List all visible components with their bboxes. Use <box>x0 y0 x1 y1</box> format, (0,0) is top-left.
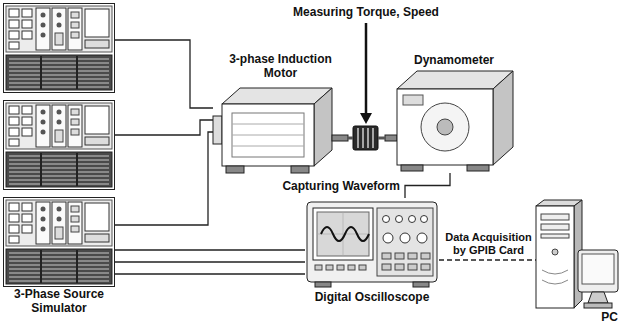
figure-part <box>421 216 428 223</box>
figure-part <box>467 165 489 171</box>
pc-node: PC <box>536 200 618 324</box>
callout-label: Measuring Torque, Speed <box>266 5 466 19</box>
figure-part <box>317 212 369 256</box>
figure-part <box>383 233 393 243</box>
dynamometer-node: Dynamometer <box>385 53 523 173</box>
figure-part <box>4 101 115 190</box>
figure-part <box>493 71 513 165</box>
equipment-label: 3-phase Induction Motor <box>213 52 348 80</box>
figure-part <box>315 282 331 287</box>
figure-part <box>317 212 369 256</box>
figure-part <box>536 206 574 308</box>
figure-part <box>541 214 569 220</box>
figure-part <box>395 264 404 270</box>
figure-part <box>360 113 372 124</box>
figure-part <box>337 265 344 270</box>
figure-part <box>582 254 614 284</box>
figure-slot <box>385 67 523 173</box>
figure-part <box>437 119 453 135</box>
figure-part <box>226 166 244 173</box>
dynamometer-figure <box>385 71 513 171</box>
figure-part <box>348 265 355 270</box>
figure-part <box>377 208 433 276</box>
figure-part <box>542 270 568 284</box>
figure-part <box>413 282 429 287</box>
figure-part <box>400 233 410 243</box>
figure-part <box>408 264 417 270</box>
connector-label: Data Acquisition by GPIB Card <box>442 231 535 257</box>
connector-group <box>115 40 536 274</box>
figure-part <box>395 253 404 259</box>
oscilloscope-node: Digital Oscilloscope <box>305 198 439 304</box>
figure-part <box>222 104 314 166</box>
shaft-link <box>348 137 385 140</box>
figure-part <box>541 234 569 238</box>
waveform-wire <box>405 173 450 198</box>
figure-part <box>232 113 304 157</box>
equipment-label: PC <box>536 310 618 324</box>
induction-motor-figure <box>213 88 378 173</box>
figure-part <box>313 208 373 260</box>
figure-part <box>552 249 558 255</box>
figure-part <box>421 103 469 151</box>
figure-part <box>396 216 403 223</box>
induction-motor-node: 3-phase Induction Motor <box>213 52 348 175</box>
figure-part <box>403 95 423 105</box>
connector-label: Capturing Waveform <box>281 179 401 193</box>
figure-part <box>353 126 378 150</box>
figure-part <box>4 4 115 93</box>
equipment-label: Dynamometer <box>385 53 523 67</box>
figure-part <box>359 265 366 270</box>
figure-slot <box>305 198 439 290</box>
measure-arrow <box>360 23 372 124</box>
figure-slot <box>536 200 618 310</box>
pc-figure <box>536 200 618 308</box>
figure-part <box>222 88 332 104</box>
figure-part <box>382 253 391 259</box>
figure-part <box>382 264 391 270</box>
power-wire <box>115 40 213 225</box>
figure-part <box>397 89 493 165</box>
figure-part <box>385 135 397 141</box>
figure-part <box>365 23 368 114</box>
gpib-link <box>439 259 536 260</box>
figure-part <box>321 227 369 241</box>
figure-part <box>315 265 322 270</box>
equipment-label: Digital Oscilloscope <box>305 290 439 304</box>
figure-part <box>326 265 333 270</box>
figure-slot <box>3 3 115 287</box>
figure-part <box>421 264 430 270</box>
probe-wire <box>115 250 305 274</box>
figure-part <box>332 135 348 141</box>
figure-part <box>232 124 304 146</box>
figure-part <box>358 128 373 148</box>
figure-part <box>578 250 618 292</box>
figure-part <box>383 216 390 223</box>
figure-part <box>291 166 309 173</box>
figure-part <box>408 253 417 259</box>
source-simulator-figure <box>4 4 115 287</box>
figure-slot <box>213 80 348 175</box>
figure-part <box>314 88 332 166</box>
figure-part <box>541 224 569 230</box>
figure-part <box>401 165 423 171</box>
figure-part <box>588 292 608 303</box>
oscilloscope-figure <box>307 202 437 287</box>
equipment-label: 3-Phase Source Simulator <box>3 287 115 315</box>
figure-part <box>421 253 430 259</box>
figure-part <box>307 202 437 282</box>
source-simulator-node: 3-Phase Source Simulator <box>3 3 115 315</box>
figure-part <box>4 198 115 287</box>
figure-part <box>213 116 222 144</box>
figure-part <box>409 216 416 223</box>
figure-part <box>584 303 612 308</box>
figure-part <box>417 233 427 243</box>
